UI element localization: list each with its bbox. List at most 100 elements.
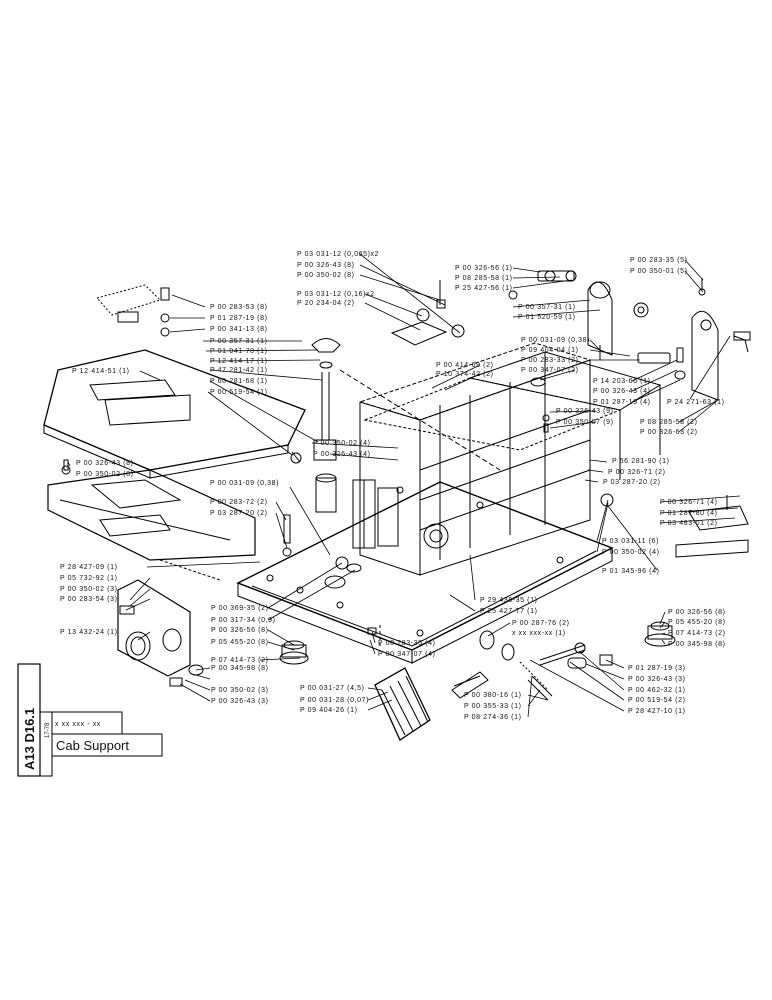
part-label: P 03 287-20 (2) (603, 479, 661, 486)
part-label: P 25 427-77 (1) (480, 608, 538, 615)
clip-plate (390, 280, 465, 346)
part-label: P 09 404-04 (1) (521, 347, 579, 354)
part-label: P 00 283-72 (2) (210, 499, 268, 506)
part-label: P 12 414-17 (1) (210, 358, 268, 365)
part-label: P 07 414-73 (2) (211, 657, 269, 664)
part-label: P 01 520-59 (1) (518, 314, 576, 321)
part-labels: P 03 031-12 (0,065)x2 P 00 326-43 (8) P … (60, 251, 726, 721)
part-label: P 01 287-19 (3) (628, 665, 686, 672)
part-label: P 56 281-90 (1) (612, 458, 670, 465)
part-label: P 00 414-69 (2) (436, 362, 494, 369)
part-label: P 00 326-63 (2) (640, 429, 698, 436)
part-label: P 08 274-36 (1) (464, 714, 522, 721)
part-label: P 03 287-20 (2) (210, 510, 268, 517)
part-label: x xx xxx-xx (1) (512, 630, 566, 637)
part-label: P 05 455-20 (8) (668, 619, 726, 626)
part-label: P 00 355-33 (1) (464, 703, 522, 710)
part-label: P 00 283-35 (4) (378, 640, 436, 647)
part-label: P 00 350-01 (5) (630, 268, 688, 275)
part-label: P 00 350-02 (8) (76, 471, 134, 478)
part-label: P 01 287-19 (8) (210, 315, 268, 322)
part-label: P 00 341-13 (8) (210, 326, 268, 333)
deck-plates (43, 284, 306, 581)
part-label: P 00 287-76 (2) (512, 620, 570, 627)
drawing (43, 270, 751, 741)
part-label: P 07 414-73 (2) (668, 630, 726, 637)
part-label: P 00 326-56 (8) (211, 627, 269, 634)
part-label: P 00 350-02 (8) (297, 272, 355, 279)
part-label: P 00 326-56 (8) (668, 609, 726, 616)
part-label: P 00 326-43 (8) (297, 262, 355, 269)
part-label: P 25 427-56 (1) (455, 285, 513, 292)
part-label: P 01 287-19 (4) (593, 399, 651, 406)
part-label: P 00 347-07 (2) (521, 367, 579, 374)
part-label: P 00 326-56 (1) (455, 265, 513, 272)
part-label: P 00 031-09 (0,38) (210, 480, 279, 487)
part-label: P 00 350-02 (3) (60, 586, 118, 593)
drawing-code: A13 D16.1 (22, 708, 37, 770)
part-label: P 00 345-98 (8) (668, 641, 726, 648)
part-label: P 29 438-35 (1) (480, 597, 538, 604)
part-label: P 00 326-43 (3) (628, 676, 686, 683)
part-label: P 28 427-10 (1) (628, 708, 686, 715)
part-number-placeholder: x xx xxx - xx (55, 721, 101, 728)
part-label: P 00 283-33 (2) (521, 357, 579, 364)
part-label: P 05 732-92 (1) (60, 575, 118, 582)
part-label: P 00 326-43 (8) (76, 460, 134, 467)
title-block: A13 D16.1 17-78 x xx xxx - xx Cab Suppor… (17, 663, 163, 777)
part-label: P 00 326-43 (4) (593, 388, 651, 395)
part-label: P 00 031-28 (0,07) (300, 697, 369, 704)
part-label: P 01 041-70 (1) (210, 348, 268, 355)
part-label: P 00 350-02 (3) (211, 687, 269, 694)
part-label: P 47 281-42 (1) (210, 367, 268, 374)
part-label: P 00 347-07 (4) (378, 651, 436, 658)
part-label: P 09 404-26 (1) (300, 707, 358, 714)
part-label: P 03 031-12 (0,16)x2 (297, 291, 375, 298)
part-label: P 00 326-43 (3) (211, 698, 269, 705)
part-label: P 00 326-43 (4) (313, 451, 371, 458)
part-label: P 00 357-31 (1) (210, 338, 268, 345)
part-label: P 08 285-58 (2) (640, 419, 698, 426)
part-label: P 03 031-11 (6) (602, 538, 659, 545)
part-label: P 00 031-27 (4,5) (300, 685, 365, 692)
part-label: P 14 203-66 (1) (593, 378, 651, 385)
mounts (61, 287, 749, 687)
part-label: P 00 317-34 (0,9) (211, 617, 276, 624)
part-label: P 24 271-63 (1) (667, 399, 725, 406)
part-label: P 00 283-35 (5) (630, 257, 688, 264)
pedal-linkage (374, 630, 613, 741)
part-label: P 00 345-98 (8) (211, 665, 269, 672)
drawing-date: 17-78 (45, 722, 51, 738)
part-label: P 20 234-04 (2) (297, 300, 355, 307)
part-label: P 13 432-24 (1) (60, 629, 118, 636)
part-label: P 00 380-16 (1) (464, 692, 522, 699)
part-label: P 10 374-42 (2) (436, 371, 494, 378)
part-label: P 00 350-02 (4) (602, 549, 660, 556)
part-label: P 00 283-53 (8) (210, 304, 268, 311)
part-label: P 00 326-43 (9) (556, 408, 614, 415)
part-label: P 00 031-09 (0,38) (521, 337, 590, 344)
part-label: P 00 350-02 (4) (313, 440, 371, 447)
part-label: P 60 281-68 (1) (210, 378, 268, 385)
part-label: P 08 285-58 (1) (455, 275, 513, 282)
part-label: P 05 455-20 (8) (211, 639, 269, 646)
part-label: P 00 519-54 (1) (210, 389, 268, 396)
part-label: P 28 427-09 (1) (60, 564, 118, 571)
part-label: P 01 345-96 (4) (602, 568, 660, 575)
part-label: P 01 287-80 (4) (660, 510, 718, 517)
part-label: P 03 031-12 (0,065)x2 (297, 251, 379, 258)
part-label: P 00 462-32 (1) (628, 687, 686, 694)
part-label: P 00 519-54 (2) (628, 697, 686, 704)
hinge-brackets (508, 270, 751, 401)
leader-lines (67, 253, 741, 718)
part-label: P 03 483-01 (2) (660, 520, 718, 527)
part-label: P 00 326-71 (4) (660, 499, 718, 506)
part-label: P 00 369-35 (2) (211, 605, 269, 612)
drawing-title: Cab Support (56, 738, 129, 753)
part-label: P 00 283-54 (3) (60, 596, 118, 603)
part-label: P 00 326-71 (2) (608, 469, 666, 476)
pivot-column (290, 338, 501, 513)
part-label: P 00 357-31 (1) (518, 304, 576, 311)
part-label: P 00 350-07 (9) (556, 419, 614, 426)
